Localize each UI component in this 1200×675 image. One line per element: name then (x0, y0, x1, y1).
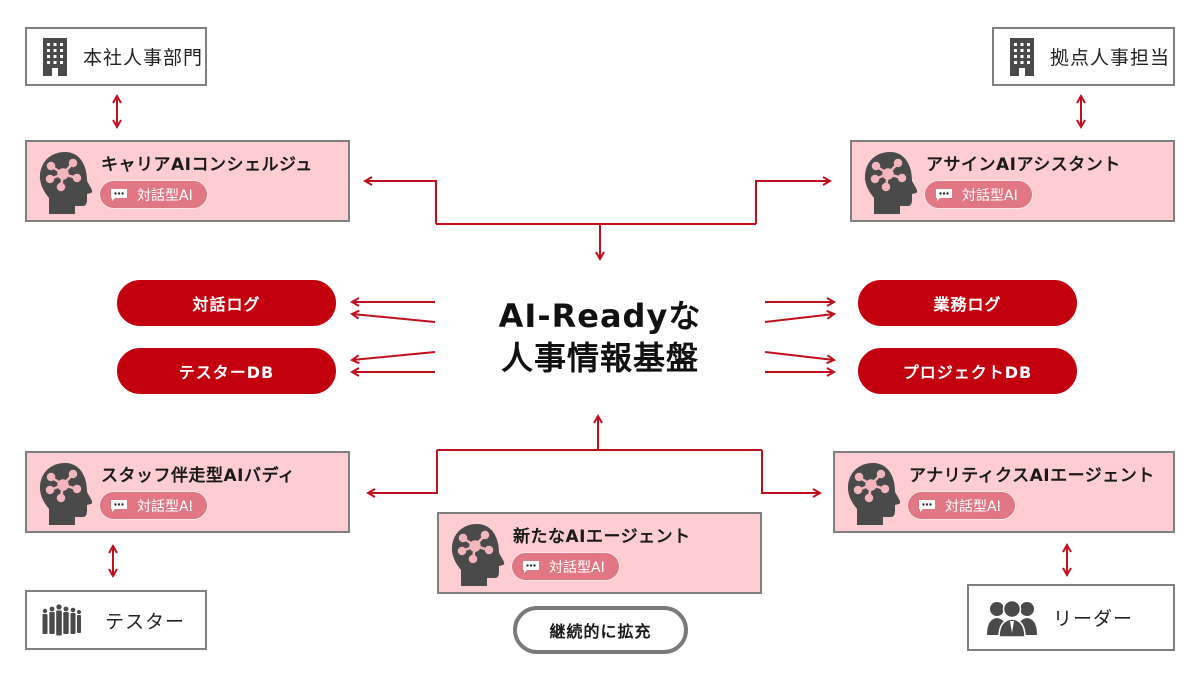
stakeholder-label: 拠点人事担当 (1050, 47, 1171, 69)
chat-bubble-icon (919, 499, 935, 512)
chat-bubble-icon (111, 188, 127, 201)
db-work-log[interactable]: 業務ログ (855, 277, 1080, 329)
db-label: 対話ログ (192, 295, 261, 314)
db-label: テスターDB (178, 363, 275, 382)
arrow-core-tester-1 (349, 351, 436, 365)
agent-title: アサインAIアシスタント (926, 155, 1121, 175)
platform-title-line1: AI-Readyな (498, 297, 702, 335)
stakeholder-label: テスター (105, 610, 186, 633)
ai-head-icon (39, 463, 93, 525)
continuous-expansion-label: 継続的に拡充 (513, 606, 688, 654)
ai-head-icon (451, 524, 505, 586)
bottom-bracket-left (365, 450, 438, 498)
expansion-text: 継続的に拡充 (549, 622, 652, 641)
dialog-ai-badge: 対話型AI (511, 552, 620, 581)
agent-staff-buddy[interactable]: スタッフ伴走型AIバディ 対話型AI (25, 451, 350, 533)
building-icon (43, 37, 67, 76)
agent-analytics[interactable]: アナリティクスAIエージェント 対話型AI (833, 451, 1175, 533)
stakeholder-testers[interactable]: テスター (25, 590, 207, 650)
chat-bubble-icon (523, 560, 539, 573)
db-label: 業務ログ (933, 295, 1002, 314)
db-dialog-log[interactable]: 対話ログ (114, 277, 339, 329)
agent-title: 新たなAIエージェント (513, 527, 691, 547)
arrow-core-project-1 (764, 351, 837, 365)
building-icon (1010, 37, 1034, 76)
dialog-ai-badge: 対話型AI (99, 180, 208, 209)
badge-label: 対話型AI (962, 187, 1018, 204)
dialog-ai-badge: 対話型AI (99, 491, 208, 520)
ai-head-icon (864, 152, 918, 214)
db-label: プロジェクトDB (902, 363, 1033, 382)
agent-title: キャリアAIコンシェルジュ (101, 155, 313, 175)
chat-bubble-icon (936, 188, 952, 201)
badge-label: 対話型AI (549, 559, 605, 576)
agent-title: スタッフ伴走型AIバディ (101, 466, 296, 486)
ai-ready-hr-platform[interactable]: AI-Readyな 人事情報基盤 (435, 283, 765, 391)
agent-new[interactable]: 新たなAIエージェント 対話型AI (437, 512, 762, 594)
badge-label: 対話型AI (137, 498, 193, 515)
top-bracket-left (362, 176, 437, 224)
stakeholder-label: 本社人事部門 (83, 47, 204, 69)
arrow-core-work-2 (764, 309, 837, 323)
stakeholder-label: リーダー (1053, 608, 1134, 630)
arrow-core-dialog-2 (349, 309, 436, 323)
team-icon (987, 599, 1037, 637)
agent-title: アナリティクスAIエージェント (909, 466, 1155, 486)
badge-label: 対話型AI (945, 498, 1001, 515)
db-project-db[interactable]: プロジェクトDB (855, 345, 1080, 397)
dialog-ai-badge: 対話型AI (907, 491, 1016, 520)
stakeholder-site-hr[interactable]: 拠点人事担当 (992, 27, 1175, 86)
badge-label: 対話型AI (137, 187, 193, 204)
bottom-bracket-right (761, 450, 823, 498)
chat-bubble-icon (111, 499, 127, 512)
agent-career-concierge[interactable]: キャリアAIコンシェルジュ 対話型AI (25, 140, 350, 222)
stakeholder-hq-hr[interactable]: 本社人事部門 (25, 27, 207, 86)
stakeholder-leaders[interactable]: リーダー (967, 584, 1175, 651)
ai-head-icon (39, 152, 93, 214)
agent-assign-assistant[interactable]: アサインAIアシスタント 対話型AI (850, 140, 1175, 222)
dialog-ai-badge: 対話型AI (924, 180, 1033, 209)
top-bracket-right (755, 176, 833, 224)
crowd-icon (42, 604, 81, 636)
platform-title-line2: 人事情報基盤 (500, 339, 699, 377)
db-tester-db[interactable]: テスターDB (114, 345, 339, 397)
ai-head-icon (847, 463, 901, 525)
